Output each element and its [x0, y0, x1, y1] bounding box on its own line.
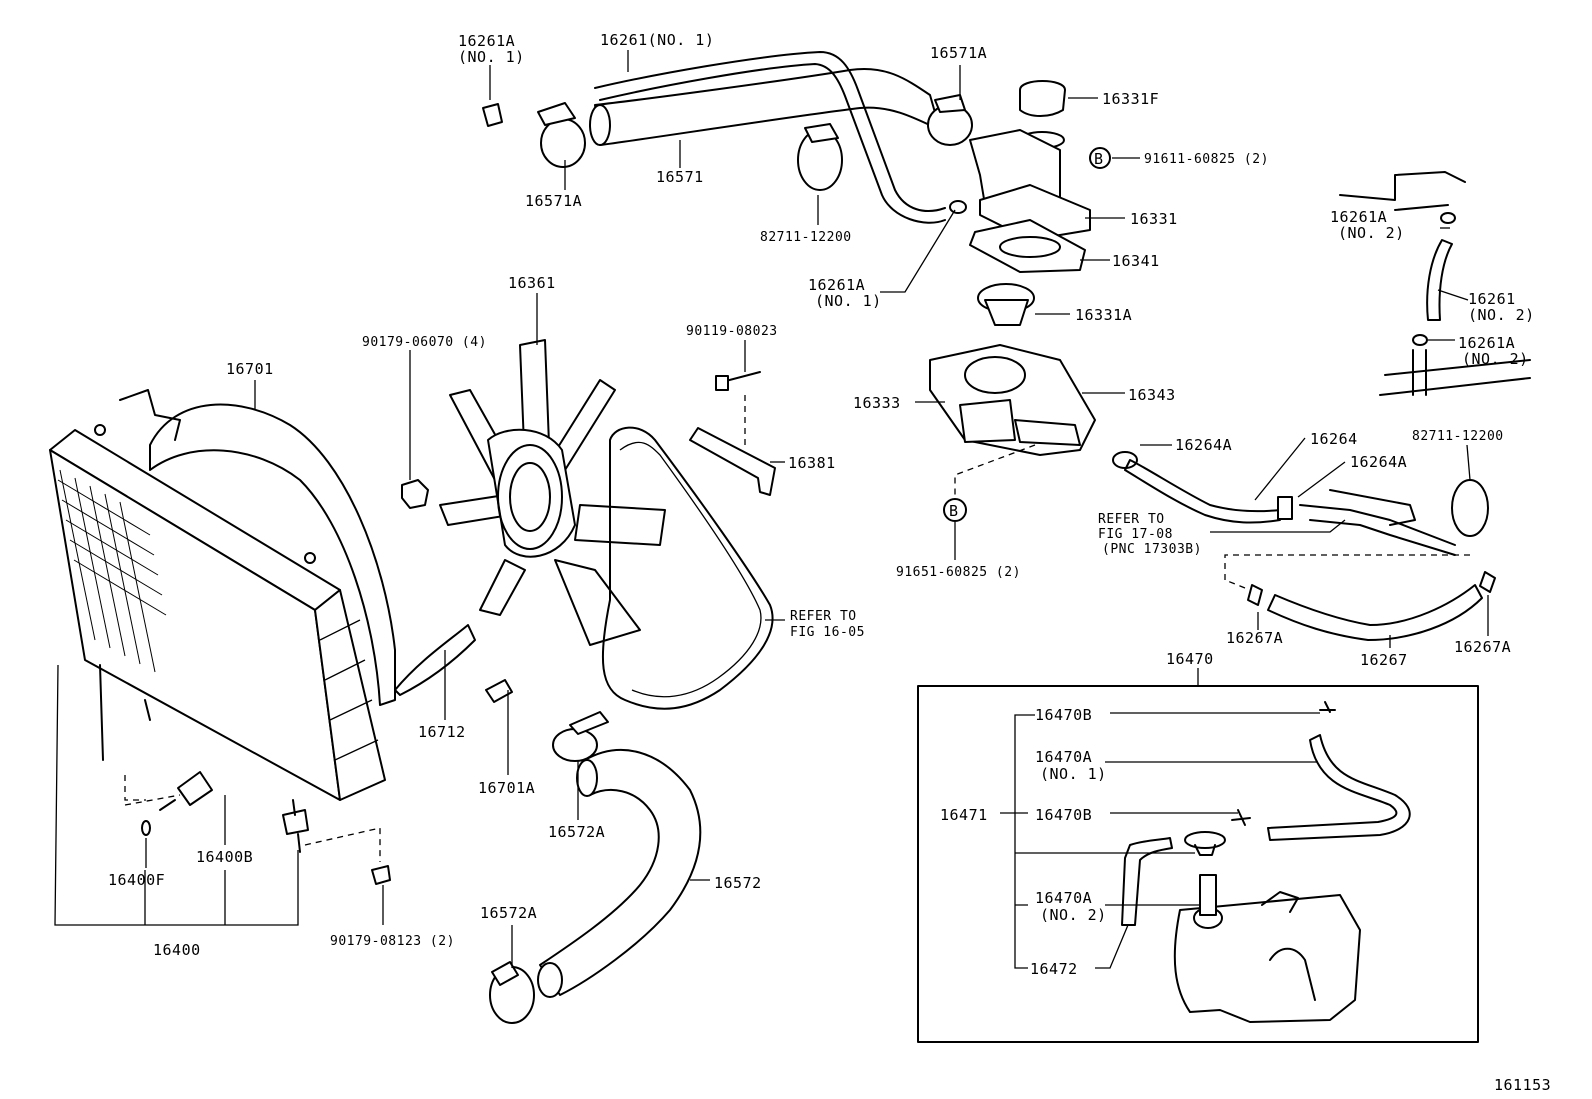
- label-82711-top: 82711-12200: [760, 230, 852, 245]
- label-16261A-r2: 16261A: [1458, 334, 1515, 352]
- shroud-bracket-drawing: [394, 624, 476, 696]
- reservoir-tank-drawing: [1121, 701, 1411, 1023]
- label-16261A-r1-no: (NO. 2): [1338, 224, 1405, 242]
- label-16571: 16571: [656, 168, 704, 186]
- label-16261A-r1: 16261A: [1330, 208, 1387, 226]
- label-16261-no2-no: (NO. 2): [1468, 306, 1535, 324]
- fan-belt-drawing: [601, 426, 774, 710]
- label-16470A-no2-no: (NO. 2): [1040, 906, 1107, 924]
- label-16261A-top-no: (NO. 1): [458, 48, 525, 66]
- label-16701: 16701: [226, 360, 274, 378]
- label-16470B-top: 16470B: [1035, 706, 1092, 724]
- label-16471: 16471: [940, 806, 988, 824]
- label-16333: 16333: [853, 394, 901, 412]
- label-16264: 16264: [1310, 430, 1358, 448]
- fan-drawing: [439, 339, 666, 646]
- label-16381: 16381: [788, 454, 836, 472]
- label-16400F: 16400F: [108, 871, 165, 889]
- label-16267A-right: 16267A: [1454, 638, 1511, 656]
- right-hoses-drawing: [1112, 171, 1531, 641]
- upper-hose-drawing: [482, 51, 973, 224]
- label-16571A-right: 16571A: [930, 44, 987, 62]
- label-refer-16: REFER TO: [790, 609, 857, 624]
- label-refer-16-fig: FIG 16-05: [790, 625, 865, 640]
- thermostat-housing-drawing: [929, 80, 1111, 522]
- label-16267: 16267: [1360, 651, 1408, 669]
- callout-b-lower: B: [949, 502, 959, 520]
- label-refer-17-fig: FIG 17-08: [1098, 527, 1173, 542]
- label-refer-17: REFER TO: [1098, 512, 1165, 527]
- label-16701A: 16701A: [478, 779, 535, 797]
- label-16400: 16400: [153, 941, 201, 959]
- label-16331A: 16331A: [1075, 306, 1132, 324]
- label-16261-no1: 16261(NO. 1): [600, 31, 714, 49]
- drain-parts-drawing: [124, 771, 391, 885]
- callout-b-upper: B: [1094, 150, 1104, 168]
- diagram-id: 161153: [1494, 1076, 1551, 1094]
- label-16331F: 16331F: [1102, 90, 1159, 108]
- label-16331: 16331: [1130, 210, 1178, 228]
- label-16341: 16341: [1112, 252, 1160, 270]
- label-16472: 16472: [1030, 960, 1078, 978]
- label-16261A-mid: 16261A: [808, 276, 865, 294]
- label-16361: 16361: [508, 274, 556, 292]
- label-16261A-top: 16261A: [458, 32, 515, 50]
- label-refer-17-pnc: (PNC 17303B): [1102, 542, 1202, 557]
- label-16571A-left: 16571A: [525, 192, 582, 210]
- label-91611: 91611-60825 (2): [1144, 152, 1269, 167]
- label-16572A-bottom: 16572A: [480, 904, 537, 922]
- label-16261A-mid-no: (NO. 1): [815, 292, 882, 310]
- label-16264A-b: 16264A: [1350, 453, 1407, 471]
- label-90119: 90119-08023: [686, 324, 778, 339]
- label-16470B-mid: 16470B: [1035, 806, 1092, 824]
- label-91651: 91651-60825 (2): [896, 565, 1021, 580]
- label-90179-08123: 90179-08123 (2): [330, 934, 455, 949]
- label-82711-right: 82711-12200: [1412, 429, 1504, 444]
- label-16343: 16343: [1128, 386, 1176, 404]
- label-16470A-no2: 16470A: [1035, 889, 1092, 907]
- lower-hose-drawing: [489, 711, 702, 1024]
- label-16712: 16712: [418, 723, 466, 741]
- label-16470A-no1: 16470A: [1035, 748, 1092, 766]
- part-labels: 16261A (NO. 1) 16261(NO. 1) 16571A 16571…: [108, 31, 1551, 1094]
- label-16267A-left: 16267A: [1226, 629, 1283, 647]
- label-16264A-a: 16264A: [1175, 436, 1232, 454]
- stay-bracket-drawing: [689, 371, 776, 496]
- label-16470: 16470: [1166, 650, 1214, 668]
- label-16572: 16572: [714, 874, 762, 892]
- clip-drawing: [485, 679, 513, 703]
- label-16400B: 16400B: [196, 848, 253, 866]
- label-16261-no2: 16261: [1468, 290, 1516, 308]
- label-16261A-r2-no: (NO. 2): [1462, 350, 1529, 368]
- label-16470A-no1-no: (NO. 1): [1040, 765, 1107, 783]
- nut-drawing: [401, 479, 429, 509]
- label-16572A-top: 16572A: [548, 823, 605, 841]
- label-90179-06070: 90179-06070 (4): [362, 335, 487, 350]
- radiator-drawing: [49, 389, 396, 801]
- leader-lines: [54, 50, 1489, 969]
